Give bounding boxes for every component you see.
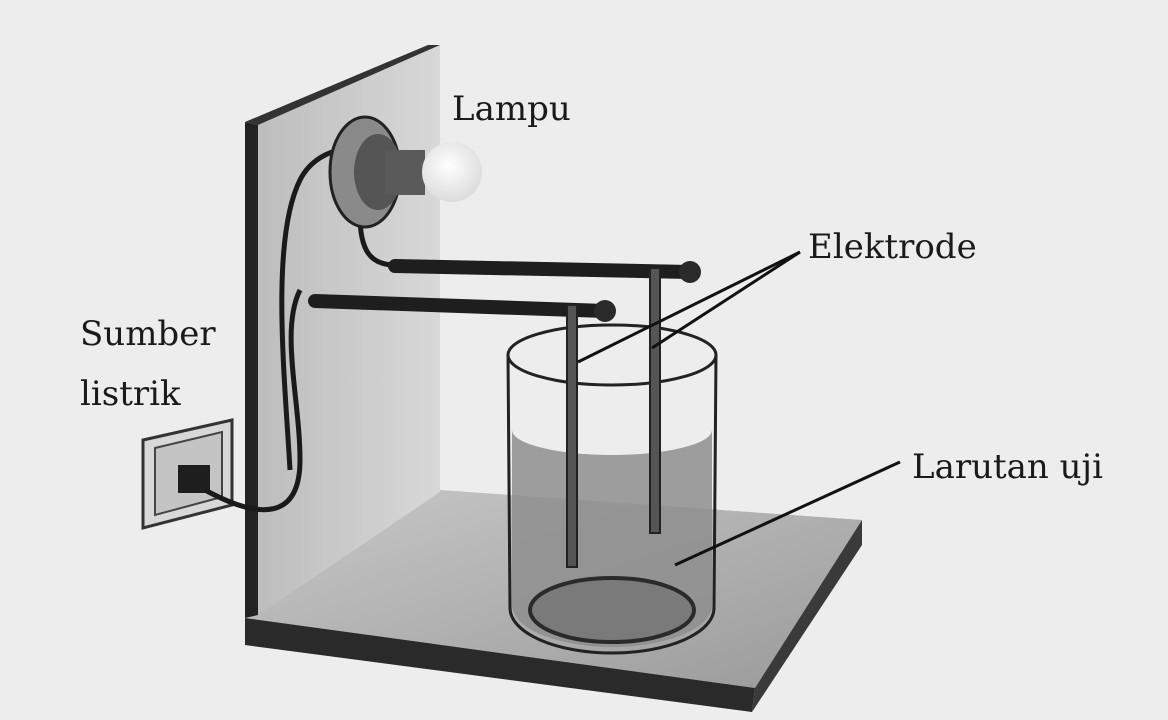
label-pointers: [577, 250, 901, 567]
label-test-solution: Larutan uji: [912, 447, 1103, 487]
label-power-source-line2: listrik: [80, 374, 181, 414]
label-electrode: Elektrode: [808, 227, 977, 267]
label-lamp: Lampu: [452, 89, 571, 129]
power-cable: [203, 147, 346, 513]
power-socket: [141, 418, 234, 530]
beaker: [506, 323, 718, 655]
electrode-holder-rods: [308, 259, 701, 322]
label-power-source-line1: Sumber: [80, 314, 216, 354]
lamp: [328, 115, 482, 229]
electrodes: [566, 267, 661, 568]
